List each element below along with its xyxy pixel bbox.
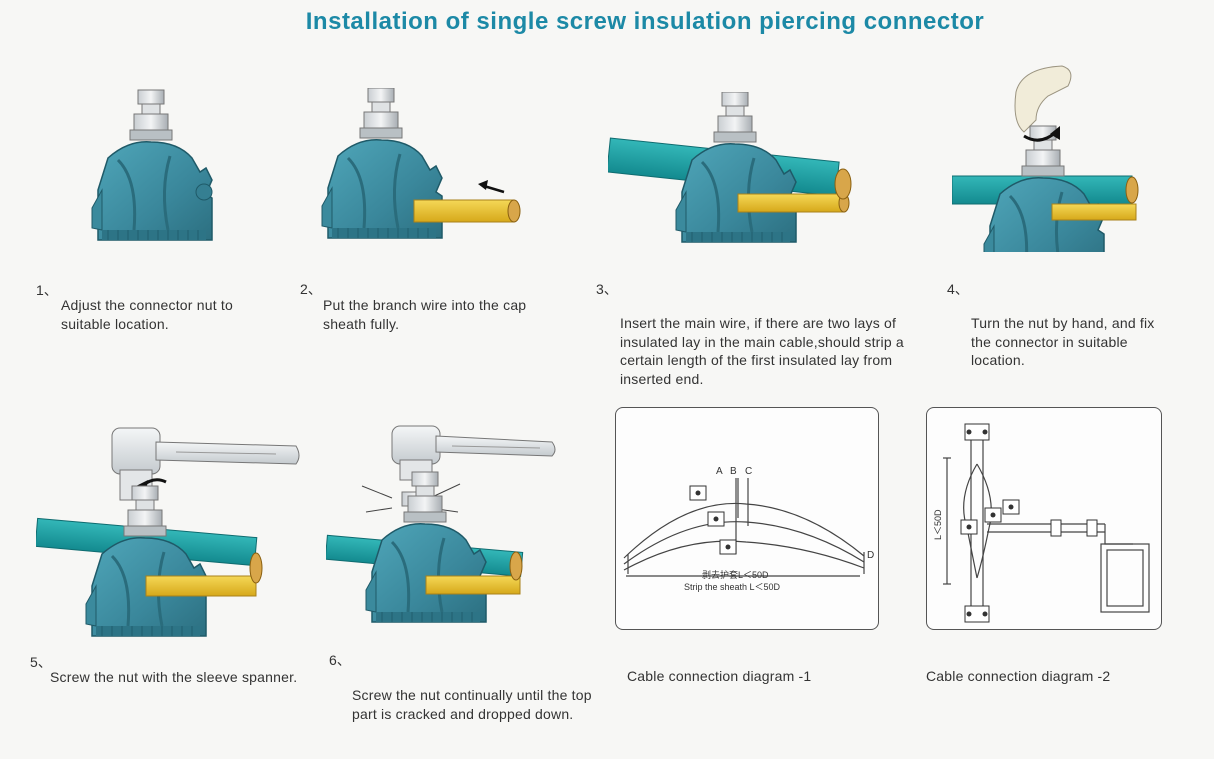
step-4-illustration [952, 65, 1139, 252]
step-2-illustration [320, 88, 521, 240]
strip-label-cn: 剥去护套L＜50D [702, 569, 769, 580]
page-title: Installation of single screw insulation … [305, 8, 985, 35]
step-1-illustration [90, 88, 214, 242]
step-3-text: Insert the main wire, if there are two l… [620, 315, 904, 387]
strip-label-en: Strip the sheath L＜50D [684, 582, 781, 592]
step-5-number: 5、 [30, 654, 52, 670]
step-5-text: Screw the nut with the sleeve spanner. [50, 669, 298, 685]
step-6-illustration [326, 425, 556, 624]
step-1-number: 1、 [36, 282, 58, 298]
diagram-1-caption: Cable connection diagram -1 [627, 668, 812, 684]
label-c: C [745, 466, 752, 477]
label-b: B [730, 466, 737, 477]
step-4-text: Turn the nut by hand, and fix the connec… [971, 315, 1155, 368]
label-d: D [867, 550, 874, 561]
step-5-illustration [36, 427, 300, 638]
step-3-illustration [608, 92, 852, 244]
label-a: A [716, 466, 723, 477]
diagram-2-caption: Cable connection diagram -2 [926, 668, 1111, 684]
cable-connection-diagram-2: L＜50D [926, 407, 1162, 630]
step-6-text: Screw the nut continually until the top … [352, 687, 592, 722]
step-2-number: 2、 [300, 281, 322, 297]
dimension-label: L＜50D [933, 509, 943, 540]
cable-connection-diagram-1: A B C D 剥去护套L＜50D Strip the sheath L＜50D [615, 407, 879, 630]
rotate-arrow-icon [1023, 126, 1060, 142]
step-1-text: Adjust the connector nut to suitable loc… [61, 297, 233, 332]
sleeve-spanner-icon [111, 427, 300, 501]
step-6-number: 6、 [329, 652, 351, 668]
step-2-text: Put the branch wire into the cap sheath … [323, 297, 527, 332]
step-3-number: 3、 [596, 281, 618, 297]
step-4-number: 4、 [947, 281, 969, 297]
arrow-left-icon [478, 180, 505, 194]
